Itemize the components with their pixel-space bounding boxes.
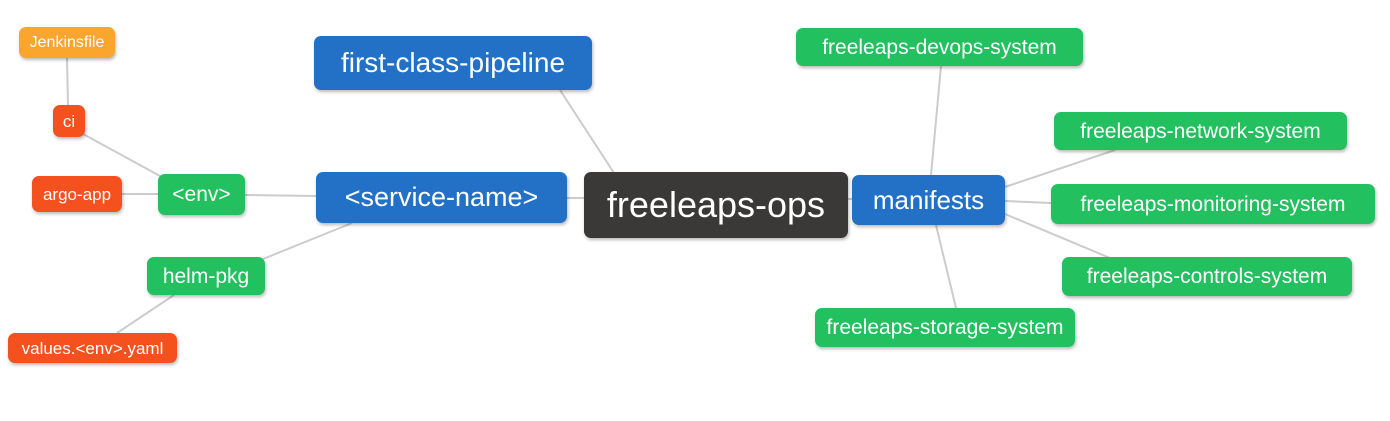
node-argo-app[interactable]: argo-app — [32, 176, 122, 212]
node-values-env-yaml[interactable]: values.<env>.yaml — [8, 333, 177, 363]
node-freeleaps-network-system[interactable]: freeleaps-network-system — [1054, 112, 1347, 150]
edge-values-env-yaml-to-helm-pkg — [116, 294, 175, 334]
node-label: helm-pkg — [162, 264, 250, 288]
edge-manifests-to-freeleaps-monitoring-system — [1004, 200, 1052, 204]
node-label: freeleaps-storage-system — [826, 316, 1064, 339]
node-freeleaps-controls-system[interactable]: freeleaps-controls-system — [1062, 257, 1352, 296]
node-freeleaps-ops[interactable]: freeleaps-ops — [584, 172, 848, 238]
node-freeleaps-storage-system[interactable]: freeleaps-storage-system — [815, 308, 1075, 347]
node-label: freeleaps-controls-system — [1086, 265, 1328, 288]
edge-env-to-service-name — [244, 194, 317, 197]
node-label: values.<env>.yaml — [21, 338, 164, 358]
node-label: freeleaps-monitoring-system — [1080, 192, 1346, 216]
edge-first-class-pipeline-to-freeleaps-ops — [559, 89, 615, 174]
node-label: freeleaps-devops-system — [822, 35, 1057, 59]
node-label: freeleaps-network-system — [1080, 119, 1321, 143]
node-label: manifests — [872, 185, 985, 215]
node-freeleaps-devops-system[interactable]: freeleaps-devops-system — [796, 28, 1083, 66]
edge-helm-pkg-to-service-name — [262, 222, 353, 260]
node-label: <env> — [172, 183, 231, 206]
node-label: <service-name> — [344, 182, 539, 212]
edge-manifests-to-freeleaps-controls-system — [1004, 213, 1111, 259]
node-label: Jenkinsfile — [29, 33, 105, 51]
node-ci[interactable]: ci — [53, 105, 85, 137]
node-label: first-class-pipeline — [340, 47, 566, 78]
edge-manifests-to-freeleaps-network-system — [1004, 149, 1116, 188]
edge-manifests-to-freeleaps-storage-system — [935, 224, 957, 309]
node-label: ci — [62, 111, 76, 131]
node-manifests[interactable]: manifests — [852, 175, 1005, 225]
node-env[interactable]: <env> — [158, 174, 245, 215]
node-first-class-pipeline[interactable]: first-class-pipeline — [314, 36, 592, 90]
edge-manifests-to-freeleaps-devops-system — [930, 65, 942, 176]
edge-jenkinsfile-to-ci — [66, 57, 69, 106]
node-label: argo-app — [42, 184, 112, 204]
node-service-name[interactable]: <service-name> — [316, 172, 567, 223]
edge-ci-to-env — [82, 133, 161, 177]
node-freeleaps-monitoring-system[interactable]: freeleaps-monitoring-system — [1051, 184, 1375, 224]
node-label: freeleaps-ops — [606, 184, 826, 225]
node-jenkinsfile[interactable]: Jenkinsfile — [19, 27, 115, 58]
node-helm-pkg[interactable]: helm-pkg — [147, 257, 265, 295]
